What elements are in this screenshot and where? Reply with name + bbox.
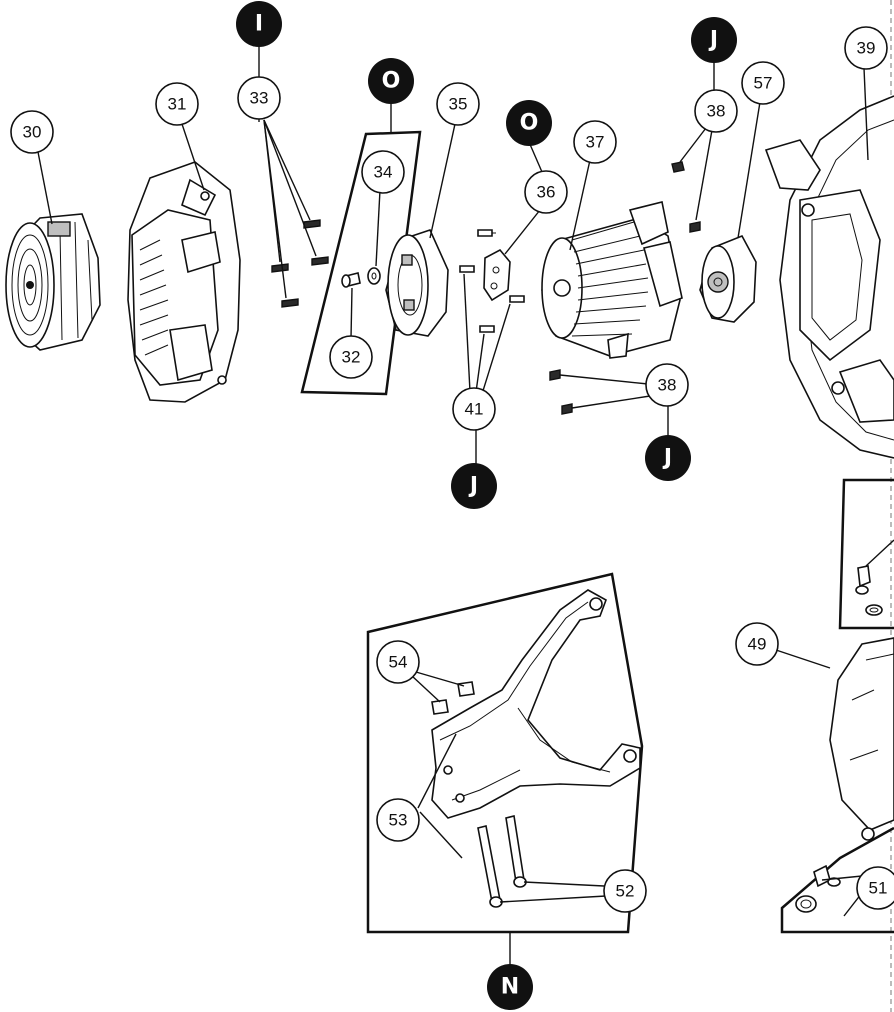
section-marker-n: N bbox=[487, 964, 533, 1010]
svg-text:37: 37 bbox=[586, 133, 605, 152]
panel-right-lower-clipped bbox=[780, 826, 894, 934]
svg-text:31: 31 bbox=[168, 95, 187, 114]
callout-39: 39 bbox=[844, 26, 888, 70]
svg-text:N: N bbox=[501, 975, 519, 1000]
part-30-fan-cover bbox=[5, 213, 101, 351]
callout-57: 57 bbox=[741, 61, 785, 105]
section-marker-o-1: O bbox=[368, 58, 414, 104]
panel-o-parts-32-34 bbox=[300, 98, 422, 396]
svg-text:41: 41 bbox=[465, 400, 484, 419]
svg-text:51: 51 bbox=[869, 879, 888, 898]
part-38-nuts-bottom bbox=[549, 369, 669, 440]
callout-37: 37 bbox=[573, 120, 617, 164]
callout-31: 31 bbox=[155, 82, 199, 126]
callout-53: 53 bbox=[376, 798, 420, 842]
callout-34: 34 bbox=[361, 150, 405, 194]
section-marker-j-1: J bbox=[691, 17, 737, 63]
svg-text:52: 52 bbox=[616, 882, 635, 901]
part-57-bearing-housing bbox=[699, 101, 761, 323]
svg-text:J: J bbox=[468, 474, 478, 499]
svg-text:38: 38 bbox=[658, 376, 677, 395]
callout-41: 41 bbox=[452, 387, 496, 431]
section-marker-j-3: J bbox=[451, 463, 497, 509]
section-marker-i: I bbox=[236, 1, 282, 47]
panel-n-parts-52-53-54 bbox=[366, 572, 644, 966]
svg-text:O: O bbox=[520, 111, 539, 136]
callout-52: 52 bbox=[603, 869, 647, 913]
callout-30: 30 bbox=[10, 110, 54, 154]
part-37-motor bbox=[541, 159, 683, 359]
callout-33: 33 bbox=[237, 76, 281, 120]
callout-36: 36 bbox=[524, 170, 568, 214]
svg-text:53: 53 bbox=[389, 811, 408, 830]
svg-text:54: 54 bbox=[389, 653, 408, 672]
callout-49: 49 bbox=[735, 622, 779, 666]
callout-51: 51 bbox=[856, 866, 894, 910]
callout-38-bottom: 38 bbox=[645, 363, 689, 407]
svg-text:36: 36 bbox=[537, 183, 556, 202]
svg-text:34: 34 bbox=[374, 163, 393, 182]
svg-text:30: 30 bbox=[23, 123, 42, 142]
callout-32: 32 bbox=[329, 335, 373, 379]
svg-text:35: 35 bbox=[449, 95, 468, 114]
svg-text:39: 39 bbox=[857, 39, 876, 58]
part-41-screws bbox=[459, 229, 525, 466]
section-marker-o-2: O bbox=[506, 100, 552, 146]
svg-text:57: 57 bbox=[754, 74, 773, 93]
callout-35: 35 bbox=[436, 82, 480, 126]
svg-text:49: 49 bbox=[748, 635, 767, 654]
callout-54: 54 bbox=[376, 640, 420, 684]
svg-text:J: J bbox=[708, 28, 718, 53]
part-38-nuts-top bbox=[671, 60, 715, 233]
part-33-screws bbox=[271, 219, 329, 308]
callout-33-leaders bbox=[258, 42, 317, 299]
part-49-cover bbox=[775, 637, 894, 841]
panel-right-upper-clipped bbox=[838, 478, 894, 630]
svg-text:I: I bbox=[255, 12, 263, 37]
svg-text:38: 38 bbox=[707, 102, 726, 121]
svg-text:O: O bbox=[382, 69, 401, 94]
svg-text:32: 32 bbox=[342, 348, 361, 367]
svg-text:J: J bbox=[662, 446, 672, 471]
part-31-motor-housing bbox=[127, 161, 241, 403]
part-39-main-housing bbox=[764, 67, 894, 459]
section-marker-j-2: J bbox=[645, 435, 691, 481]
svg-text:33: 33 bbox=[250, 89, 269, 108]
part-36-bracket-plate bbox=[483, 141, 543, 302]
part-35-end-plate bbox=[385, 123, 456, 337]
callout-38-top: 38 bbox=[694, 89, 738, 133]
